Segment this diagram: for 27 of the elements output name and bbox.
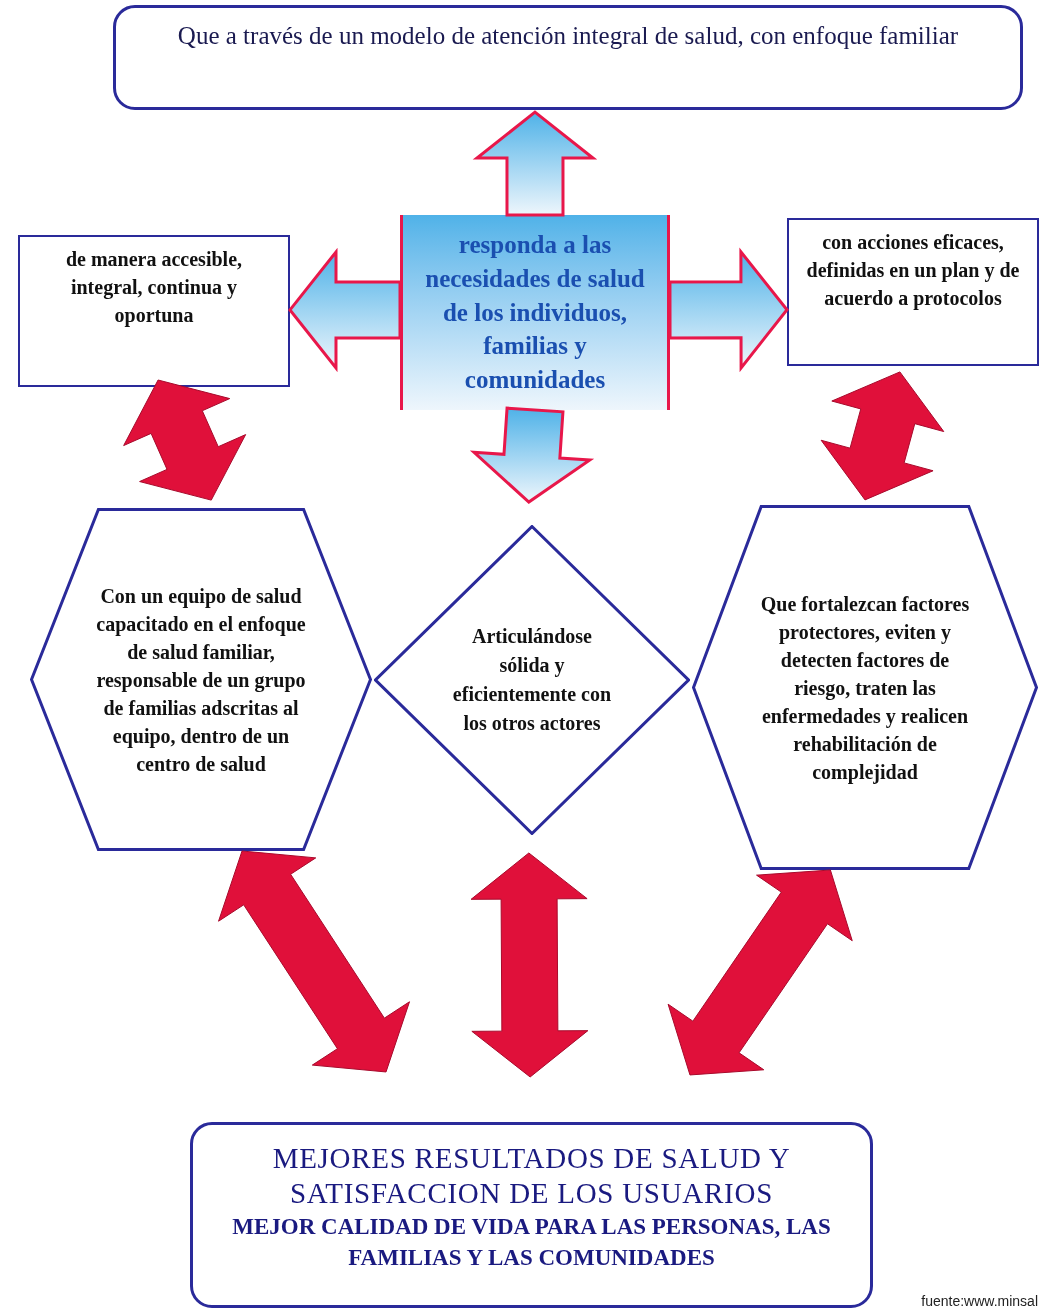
cross-arrow-center — [400, 215, 670, 410]
node-text: MEJOR CALIDAD DE VIDA PARA LAS PERSONAS, LAS FAMILIAS Y LAS COMUNIDADES — [231, 1212, 832, 1272]
process-box — [190, 1122, 873, 1308]
block-arrow — [469, 406, 595, 504]
node-text: de manera accesible, integral, continua y oportuna — [64, 247, 244, 329]
hexagon-shape — [30, 508, 372, 851]
block-arrow — [472, 110, 598, 217]
process-box — [787, 218, 1039, 366]
double-arrow — [470, 852, 589, 1078]
node-text: Que fortalezcan factores protectores, eviten y detecten factores de riesgo, traten las enfermedades y realicen rehabilitación de complejidad — [759, 591, 971, 786]
node-text: Articulándose sólida y eficientemente con los otros actores — [452, 624, 612, 736]
double-arrow — [820, 371, 945, 501]
process-box — [113, 5, 1023, 110]
node-text: Con un equipo de salud capacitado en el enfoque de salud familiar, responsable de un grupo de familias adscritas al equipo, dentro de un centro de salud — [95, 583, 307, 777]
node-text: MEJORES RESULTADOS DE SALUD Y SATISFACCION DE LOS USUARIOS — [271, 1141, 792, 1211]
node-text: responda a las necesidades de salud de los individuos, familias y comunidades — [424, 230, 646, 396]
double-arrow — [123, 379, 247, 501]
block-arrow — [288, 247, 402, 373]
decision-diamond — [374, 525, 690, 835]
hexagon-shape — [692, 505, 1038, 870]
double-arrow — [218, 850, 410, 1073]
node-text: Que a través de un modelo de atención integral de salud, con enfoque familiar — [177, 21, 959, 51]
source-note: fuente:www.minsal — [921, 1292, 1038, 1311]
block-arrow — [668, 247, 789, 373]
process-box — [18, 235, 290, 387]
node-text: con acciones eficaces, definidas en un plan y de acuerdo a protocolos — [805, 230, 1021, 312]
double-arrow — [667, 869, 853, 1076]
